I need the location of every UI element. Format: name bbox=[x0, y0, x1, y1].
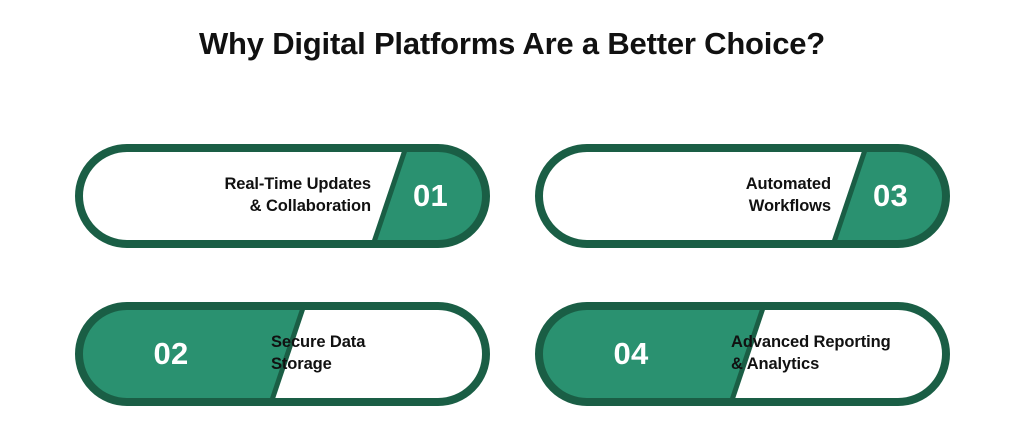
label-line-1: Real-Time Updates bbox=[224, 175, 371, 194]
label-line-2: Storage bbox=[271, 355, 332, 373]
feature-card-01[interactable]: Real-Time Updates & Collaboration 01 bbox=[75, 144, 490, 248]
label-line-2: & Analytics bbox=[731, 355, 820, 373]
feature-label-01: Real-Time Updates & Collaboration bbox=[97, 144, 371, 248]
feature-number-01: 01 bbox=[413, 178, 448, 213]
label-line-2: Workflows bbox=[748, 197, 831, 215]
feature-card-03[interactable]: Automated Workflows 03 bbox=[535, 144, 950, 248]
feature-number-04: 04 bbox=[613, 336, 649, 371]
feature-number-02: 02 bbox=[153, 336, 189, 371]
pill-shape-04 bbox=[535, 302, 950, 406]
feature-label-02: Secure Data Storage bbox=[271, 302, 490, 406]
feature-card-04[interactable]: Advanced Reporting & Analytics 04 bbox=[535, 302, 950, 406]
label-line-1: Advanced Reporting bbox=[731, 333, 891, 352]
page-title: Why Digital Platforms Are a Better Choic… bbox=[198, 26, 826, 61]
feature-number-03: 03 bbox=[873, 178, 908, 213]
pill-shape-01 bbox=[75, 144, 490, 248]
pill-shape-03 bbox=[535, 144, 950, 248]
feature-label-04: Advanced Reporting & Analytics bbox=[731, 302, 950, 406]
feature-card-02[interactable]: Secure Data Storage 02 bbox=[75, 302, 490, 406]
pill-shape-02 bbox=[75, 302, 490, 406]
label-line-2: & Collaboration bbox=[249, 197, 371, 215]
label-line-1: Automated bbox=[745, 175, 831, 194]
feature-label-03: Automated Workflows bbox=[557, 144, 831, 248]
label-line-1: Secure Data bbox=[271, 333, 366, 352]
